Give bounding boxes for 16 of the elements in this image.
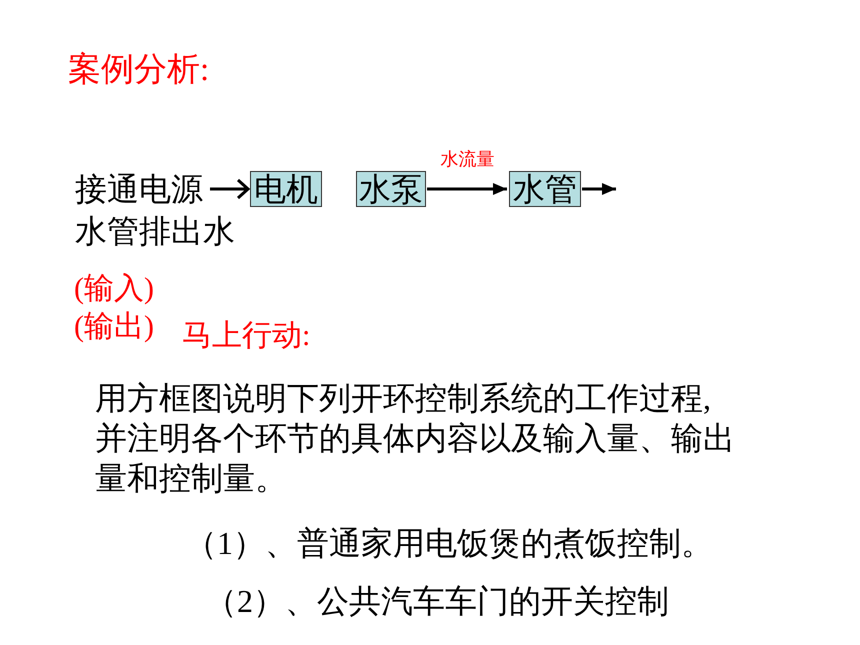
output-tag: (输出) (74, 309, 154, 345)
step-text: 接通电源 (75, 170, 209, 208)
edge-label: 水流量 (440, 148, 494, 170)
title: 案例分析: (68, 50, 210, 90)
task-item: （1）、普通家用电饭煲的煮饭控制。 (185, 524, 713, 562)
input-tag: (输入) (74, 271, 154, 307)
section-heading: 马上行动: (182, 318, 310, 354)
arrow (210, 178, 250, 200)
arrow (427, 183, 507, 195)
process-box: 水管 (509, 171, 581, 207)
instruction-paragraph: 用方框图说明下列开环控制系统的工作过程,并注明各个环节的具体内容以及输入量、输出量和控制量。 (95, 379, 736, 498)
process-box: 电机 (250, 171, 322, 207)
task-item: （2）、公共汽车车门的开关控制 (205, 582, 669, 620)
arrow (582, 183, 616, 195)
process-box: 水泵 (356, 171, 426, 207)
output-text: 水管排出水 (75, 212, 235, 250)
